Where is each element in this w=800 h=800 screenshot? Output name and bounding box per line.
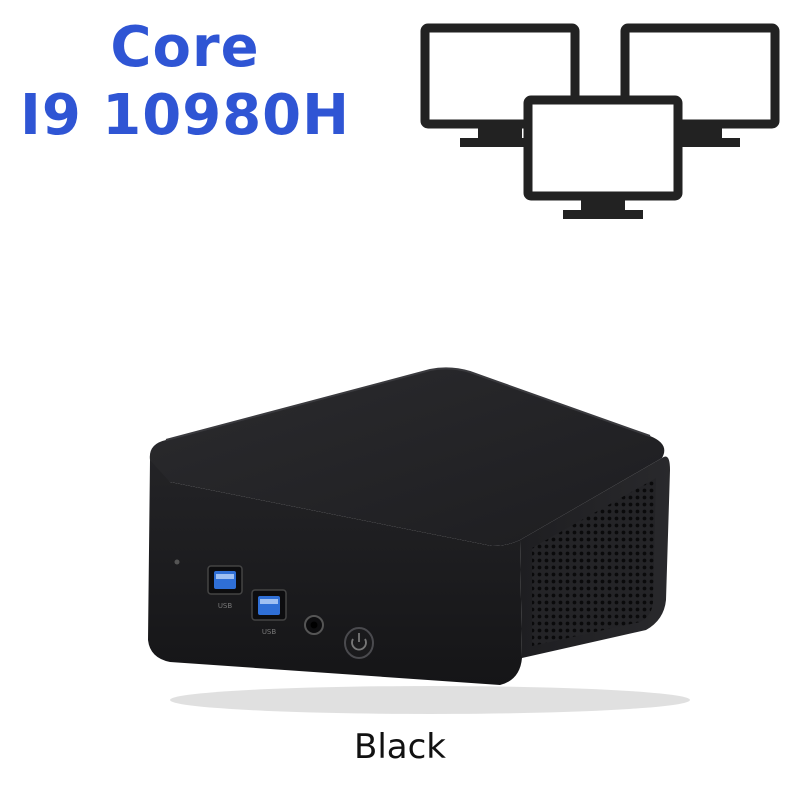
monitor-right-base — [660, 138, 740, 147]
svg-text:USB: USB — [218, 602, 233, 610]
mini-pc-top — [149, 368, 665, 546]
monitor-left-stand — [478, 124, 522, 138]
color-variant-label: Black — [354, 727, 446, 767]
headline-line-1: Core — [110, 15, 260, 80]
usb-port-2-icon: USB — [251, 589, 287, 636]
monitor-center-stand — [581, 196, 625, 210]
mini-pc-front — [148, 460, 522, 685]
monitor-left-base — [460, 138, 540, 147]
headline: Core I9 10980H — [0, 14, 370, 151]
headline-line-2: I9 10980H — [20, 83, 350, 149]
svg-text:USB: USB — [262, 628, 277, 636]
monitor-right-stand — [678, 124, 722, 138]
product-shadow — [170, 686, 690, 714]
mini-pc-image: USB USB — [148, 367, 690, 714]
monitor-center-backfill — [525, 96, 675, 196]
monitor-center-base — [563, 210, 643, 219]
power-button-icon — [344, 627, 374, 659]
power-led-icon — [174, 559, 180, 565]
audio-jack-icon — [304, 615, 324, 635]
usb-port-1-icon: USB — [207, 565, 243, 610]
top-edge-highlight — [165, 367, 651, 441]
side-vent-grille — [532, 478, 656, 646]
triple-monitor-icon — [420, 23, 780, 219]
